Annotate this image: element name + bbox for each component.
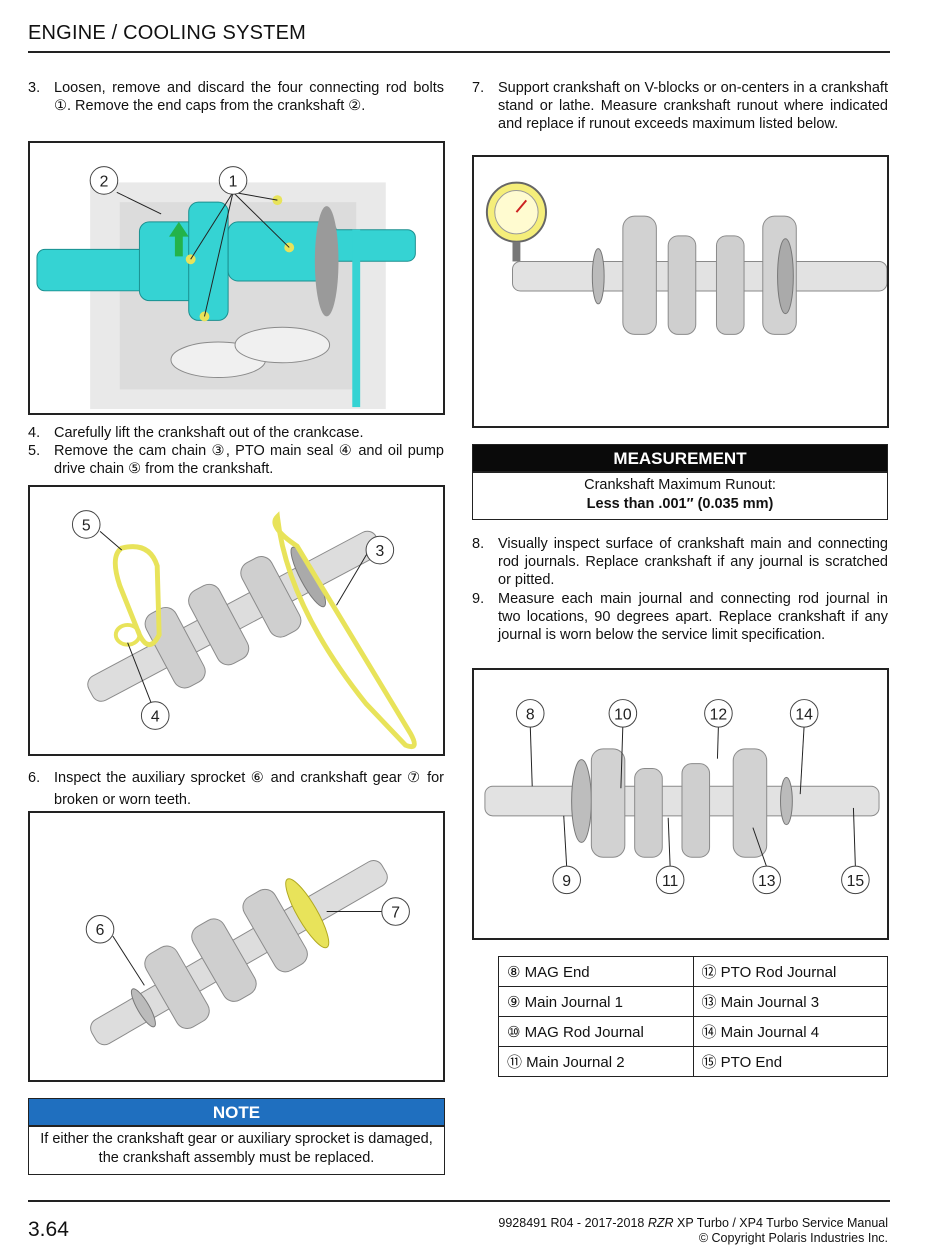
callout-circle (704, 699, 733, 728)
legend-cell: ⑫ PTO Rod Journal (692, 956, 888, 987)
legend-cell: ⑬ Main Journal 3 (692, 986, 888, 1017)
callout-circle (552, 865, 581, 895)
step-number: 4. (28, 425, 41, 441)
measurement-label: Crankshaft Maximum Runout: (584, 477, 776, 493)
callout-label: 10 (614, 706, 632, 723)
callout-label: 6 (96, 922, 105, 939)
callout-circle (85, 914, 115, 944)
figure-journal-locations: 8 10 12 14 9 11 13 15 (472, 668, 889, 940)
table-row: ⑪ Main Journal 2 ⑮ PTO End (498, 1046, 888, 1077)
callout-label: 2 (100, 173, 109, 190)
callout-circle (218, 166, 248, 195)
callout-label: 4 (151, 708, 160, 725)
manual-title: 9928491 R04 - 2017-2018 RZR XP Turbo / X… (498, 1216, 888, 1230)
callout-circle (789, 699, 819, 728)
footer-doc-info: 9928491 R04 - 2017-2018 RZR XP Turbo / X… (498, 1216, 888, 1246)
step-number: 7. (472, 80, 485, 96)
step-8: 8. Visually inspect surface of crankshaf… (472, 535, 888, 590)
legend-cell: ⑧ MAG End (498, 956, 694, 987)
callout-label: 5 (82, 517, 91, 534)
step-3: 3. Loosen, remove and discard the four c… (28, 79, 444, 115)
callout-circle (752, 865, 781, 895)
legend-cell: ⑨ Main Journal 1 (498, 986, 694, 1017)
callout-circle (71, 510, 101, 539)
step-text: Visually inspect surface of crankshaft m… (498, 536, 888, 589)
figure-remove-rod-bolts: 2 1 (28, 141, 445, 415)
step-text: Inspect the auxiliary sprocket ⑥ and cra… (54, 770, 444, 808)
measurement-box: Crankshaft Maximum Runout: Less than .00… (472, 472, 888, 520)
note-text: If either the crankshaft gear or auxilia… (28, 1126, 445, 1175)
callout-label: 8 (526, 706, 535, 723)
step-4: 4. Carefully lift the crankshaft out of … (28, 424, 444, 442)
measurement-value: Less than .001″ (0.035 mm) (586, 496, 774, 512)
step-number: 6. (28, 770, 41, 786)
step-text: Carefully lift the crankshaft out of the… (54, 425, 364, 441)
callout-circle (365, 535, 395, 565)
legend-cell: ⑩ MAG Rod Journal (498, 1016, 694, 1047)
step-number: 5. (28, 443, 41, 459)
step-5: 5. Remove the cam chain ③, PTO main seal… (28, 442, 444, 478)
section-title: ENGINE / COOLING SYSTEM (28, 22, 306, 44)
callout-circle (89, 166, 119, 195)
table-row: ⑧ MAG End ⑫ PTO Rod Journal (498, 956, 888, 987)
callout-label: 11 (662, 873, 678, 890)
page-number: 3.64 (28, 1218, 69, 1241)
callout-label: 1 (229, 173, 238, 190)
callout-circle (841, 865, 870, 895)
table-row: ⑩ MAG Rod Journal ⑭ Main Journal 4 (498, 1016, 888, 1047)
header-rule (28, 51, 890, 53)
dial-indicator-illustration (485, 181, 887, 335)
step-number: 9. (472, 591, 485, 607)
callout-circle (381, 897, 410, 926)
figure-remove-chains: 5 3 4 (28, 485, 445, 756)
table-row: ⑨ Main Journal 1 ⑬ Main Journal 3 (498, 986, 888, 1017)
callout-label: 15 (847, 873, 865, 890)
legend-cell: ⑭ Main Journal 4 (692, 1016, 888, 1047)
crankshaft-chains-illustration: 5 3 4 (71, 510, 417, 750)
figure-sprocket-gear: 6 7 (28, 811, 445, 1082)
step-text: Measure each main journal and connecting… (498, 591, 888, 644)
crankshaft-gear-illustration: 6 7 (85, 860, 410, 1046)
callout-label: 13 (758, 873, 776, 890)
callout-circle (140, 701, 170, 730)
step-number: 3. (28, 80, 41, 96)
figure-runout-measurement (472, 155, 889, 428)
callout-label: 12 (710, 706, 728, 723)
step-number: 8. (472, 536, 485, 552)
step-text: Loosen, remove and discard the four conn… (54, 80, 444, 115)
note-heading: NOTE (28, 1098, 445, 1126)
crankshaft-journals-illustration: 8 10 12 14 9 11 13 15 (484, 699, 880, 895)
callout-circle (655, 865, 685, 895)
step-text: Remove the cam chain ③, PTO main seal ④ … (54, 443, 444, 478)
crankcase-illustration: 2 1 (36, 166, 416, 410)
step-6: 6. Inspect the auxiliary sprocket ⑥ and … (28, 767, 444, 811)
copyright: © Copyright Polaris Industries Inc. (698, 1231, 888, 1245)
step-9: 9. Measure each main journal and connect… (472, 590, 888, 645)
callout-circle (515, 699, 545, 728)
callout-label: 3 (375, 543, 384, 560)
callout-circle (608, 699, 638, 728)
callout-label: 14 (795, 706, 813, 723)
callout-label: 9 (562, 873, 571, 890)
legend-cell: ⑪ Main Journal 2 (498, 1046, 694, 1077)
callout-label: 7 (391, 904, 400, 921)
step-7: 7. Support crankshaft on V-blocks or on-… (472, 79, 888, 134)
step-text: Support crankshaft on V-blocks or on-cen… (498, 80, 888, 133)
footer-rule (28, 1200, 890, 1202)
measurement-heading: MEASUREMENT (472, 444, 888, 472)
legend-cell: ⑮ PTO End (692, 1046, 888, 1077)
journal-legend-table: ⑧ MAG End ⑫ PTO Rod Journal ⑨ Main Journ… (498, 956, 888, 1077)
